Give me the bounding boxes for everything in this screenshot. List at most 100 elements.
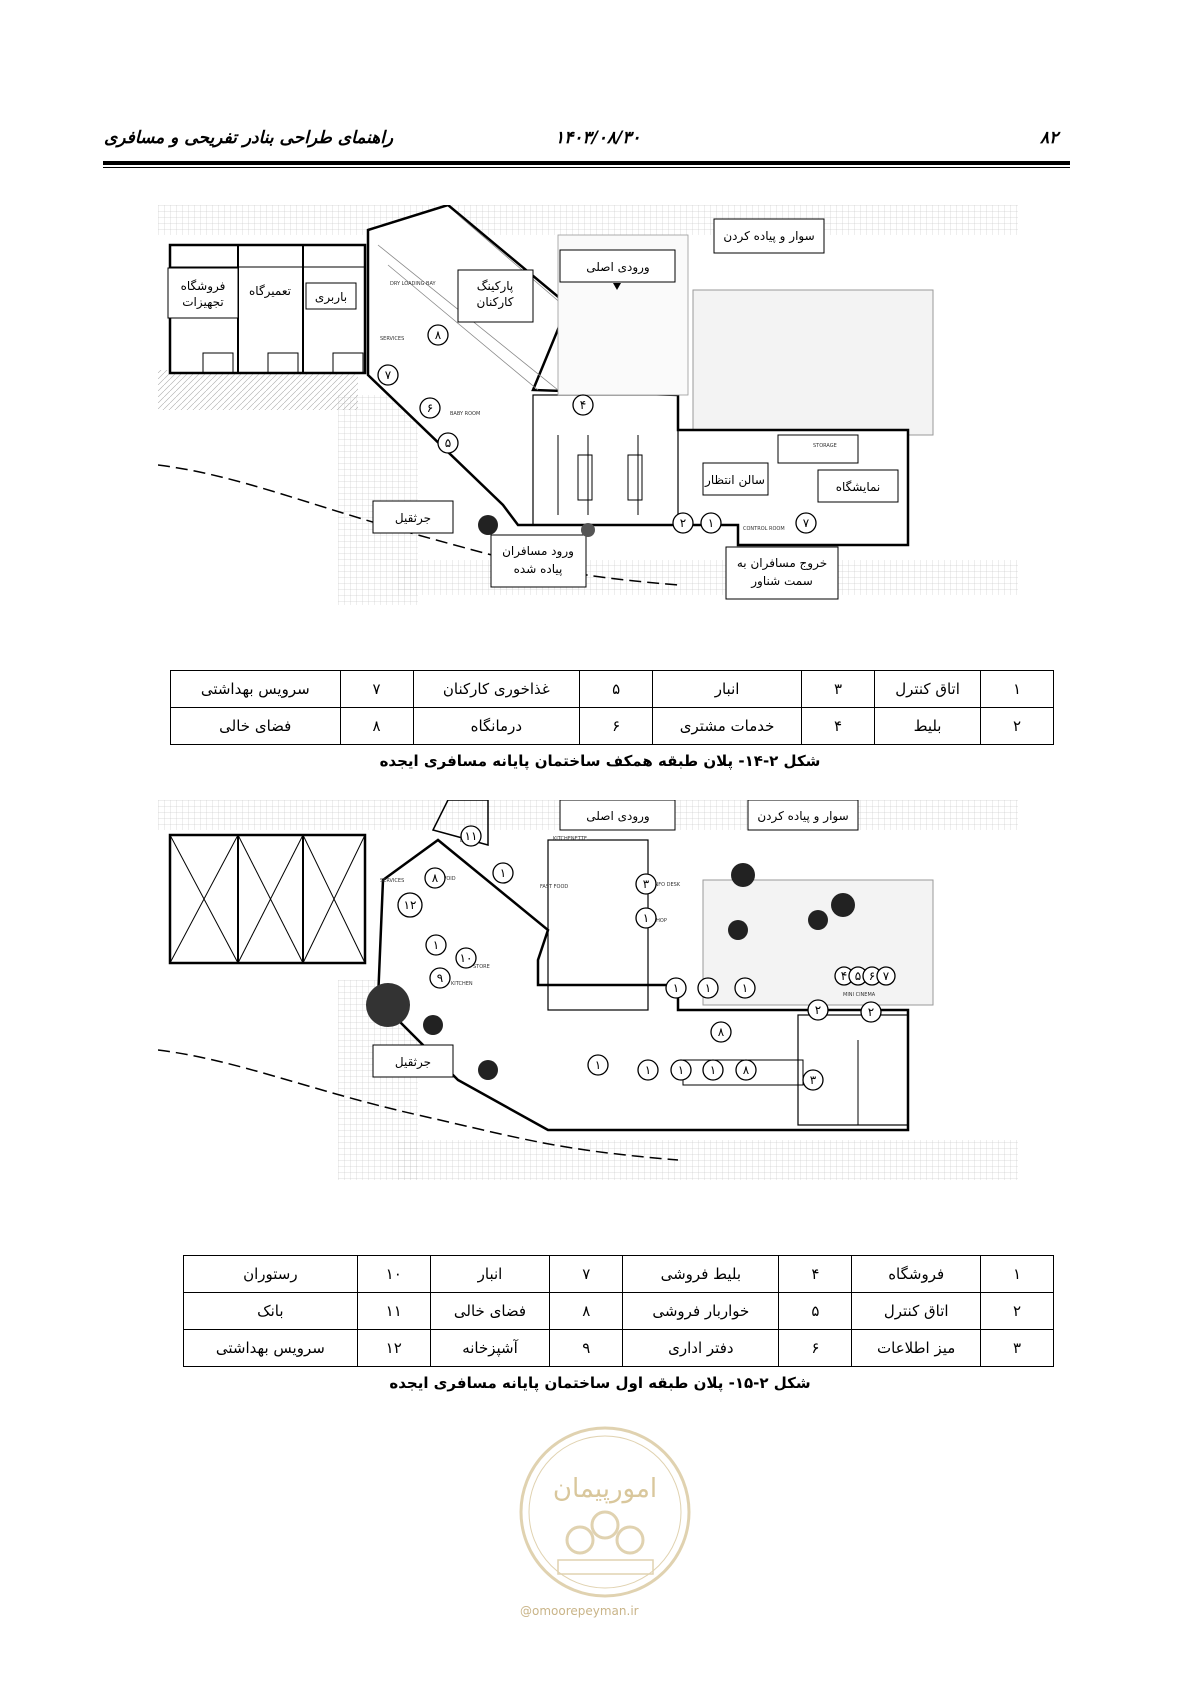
header-rule-thick [103,161,1070,165]
svg-text:۸: ۸ [432,871,439,885]
tree-icon [423,1015,443,1035]
quay-edge-paving [398,1140,1018,1180]
main-entrance-label: ورودی اصلی [586,809,649,824]
svg-text:۱: ۱ [595,1058,601,1072]
svg-text:۱۰: ۱۰ [460,951,473,965]
warehouse-roof [168,833,367,965]
crane-label: جرثقیل [395,511,431,526]
info-desk-label: INFO DESK [653,882,681,888]
boarding-box [747,800,859,831]
hatched-ground [158,370,358,410]
staff-parking-box [457,269,534,323]
tree-icon [731,863,755,887]
svg-text:۱: ۱ [645,1063,651,1077]
watermark-url: @omoorepeyman.ir [520,1604,639,1618]
boarding-label: سوار و پیاده کردن [757,809,848,824]
watermark-brand: امورپیمان [553,1474,657,1504]
svg-text:۴: ۴ [580,398,586,412]
crane-box [372,500,454,534]
cargo-box [305,282,357,310]
svg-text:۶: ۶ [427,401,433,415]
svg-text:۳: ۳ [643,877,650,891]
dry-loading-label: DRY LOADING BAY [390,281,437,287]
plan2-markers: ۱۱ ۸ ۱ ۱۲ ۱ ۱۰ ۹ ۳ ۱ ۱ ۱ ۱ ۸ ۱ ۱ ۱ ۱ ۸ ۳… [397,825,896,1091]
svg-text:۱: ۱ [500,866,506,880]
svg-text:۲: ۲ [815,1003,821,1017]
tree-icon [831,893,855,917]
svg-text:۹: ۹ [437,971,443,985]
main-entrance-box [559,800,676,831]
control-room-label: CONTROL ROOM [743,526,785,532]
crane-box [372,1044,454,1078]
svg-text:۲: ۲ [680,516,686,530]
exhibition-label: نمایشگاه [836,480,881,494]
header-rule-thin [103,167,1070,168]
main-entrance-label: ورودی اصلی [586,260,649,275]
boarding-box [713,218,825,254]
svg-text:۴: ۴ [841,969,847,983]
header-title: راهنمای طراحی بنادر تفریحی و مسافری [104,128,394,148]
svg-text:۱: ۱ [708,516,714,530]
svg-text:۱: ۱ [673,981,679,995]
svg-text:۳: ۳ [810,1073,817,1087]
exhibition-box [817,469,899,503]
fast-food-label: FAST FOOD [540,884,568,890]
svg-text:۶: ۶ [869,969,875,983]
pedestrian-entry-box [490,534,587,588]
tree-icon [728,920,748,940]
shoreline-line [158,1049,679,1161]
svg-text:۱: ۱ [705,981,711,995]
kitchen-label: KITCHEN [451,981,473,987]
page-number: ۸۲ [1040,128,1059,148]
baby-room-label: BABY ROOM [450,411,480,417]
equipment-store-box [167,267,239,319]
kitchenette-label: KITCHENETTE [553,836,587,842]
storage-label: STORAGE [813,443,837,449]
svg-text:۱: ۱ [433,938,439,952]
tree-icon [478,515,498,535]
svg-text:۱: ۱ [742,981,748,995]
void-label: VOID [443,876,456,882]
exit-to-float-box [725,546,839,600]
first-floor-plan: BANK FAST FOOD INFO DESK SHOP STORE KITC… [158,800,1018,1180]
entrance-arrow [613,283,621,290]
figure-caption-1: شکل ۲-۱۴- پلان طبقه همکف ساختمان پایانه … [379,752,821,770]
tree-icon [581,523,595,537]
svg-text:۸: ۸ [743,1063,750,1077]
svg-text:۵: ۵ [445,436,451,450]
mini-cinema-label: MINI CINEMA [843,992,876,998]
tree-icon [478,1060,498,1080]
svg-text:۱۱: ۱۱ [465,829,478,843]
svg-text:۸: ۸ [718,1025,725,1039]
svg-text:۵: ۵ [855,969,861,983]
svg-text:۸: ۸ [435,328,442,342]
landscape-area [692,289,934,436]
road-top [158,205,1018,235]
store-label: STORE [473,964,490,970]
services-label: SERVICES [380,336,404,342]
tree-icon [808,910,828,930]
services-label: SERVICES [380,878,404,884]
shop-label: SHOP [653,918,667,924]
svg-text:۷: ۷ [385,368,392,382]
figure-caption-2: شکل ۲-۱۵- پلان طبقه اول ساختمان پایانه م… [389,1374,811,1392]
cargo-label: باربری [315,290,347,305]
svg-text:۷: ۷ [883,969,890,983]
main-entrance-box [559,249,676,283]
svg-text:۲: ۲ [868,1005,874,1019]
repair-shop-label: تعمیرگاه [249,284,291,299]
svg-text:۱: ۱ [710,1063,716,1077]
crane-label: جرثقیل [395,1055,431,1070]
